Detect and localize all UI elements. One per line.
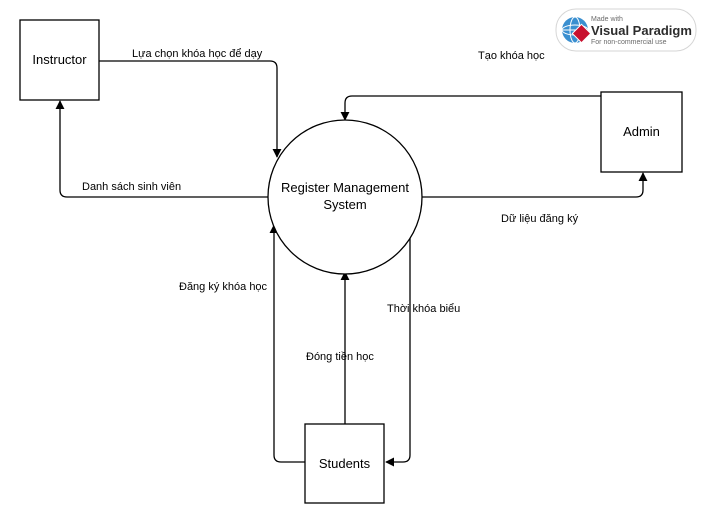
- entity-instructor-label: Instructor: [32, 52, 87, 67]
- process-label-line2: System: [323, 197, 366, 212]
- flow-choose-course: [99, 60, 282, 158]
- label-pay-tuition: Đóng tiền học: [306, 351, 374, 363]
- process-label-line1: Register Management: [281, 180, 409, 195]
- flow-registration-data: [422, 172, 648, 198]
- entity-admin: Admin: [600, 91, 683, 173]
- entity-students-label: Students: [319, 456, 371, 471]
- flow-timetable: [385, 238, 411, 467]
- label-student-list: Danh sách sinh viên: [82, 181, 181, 193]
- label-registration-data: Dữ liệu đăng ký: [501, 213, 579, 225]
- label-timetable: Thời khóa biểu: [387, 303, 460, 315]
- entity-instructor: Instructor: [19, 19, 100, 101]
- label-choose-course: Lựa chọn khóa học để dạy: [132, 48, 263, 60]
- flow-student-list: [55, 100, 268, 198]
- process-register-management: Register Management System: [267, 119, 423, 275]
- flow-create-course: [340, 95, 601, 121]
- visual-paradigm-logo-icon: [561, 16, 592, 44]
- entity-students: Students: [304, 423, 385, 504]
- visual-paradigm-watermark: Made with Visual Paradigm For non-commer…: [555, 8, 697, 52]
- watermark-made-with: Made with: [591, 16, 623, 23]
- label-register-course: Đăng ký khóa học: [179, 281, 268, 293]
- entity-admin-label: Admin: [623, 124, 660, 139]
- flow-register-course: [269, 224, 305, 463]
- label-create-course: Tạo khóa học: [478, 50, 545, 62]
- watermark-brand: Visual Paradigm: [591, 23, 692, 38]
- watermark-note: For non-commercial use: [591, 39, 667, 46]
